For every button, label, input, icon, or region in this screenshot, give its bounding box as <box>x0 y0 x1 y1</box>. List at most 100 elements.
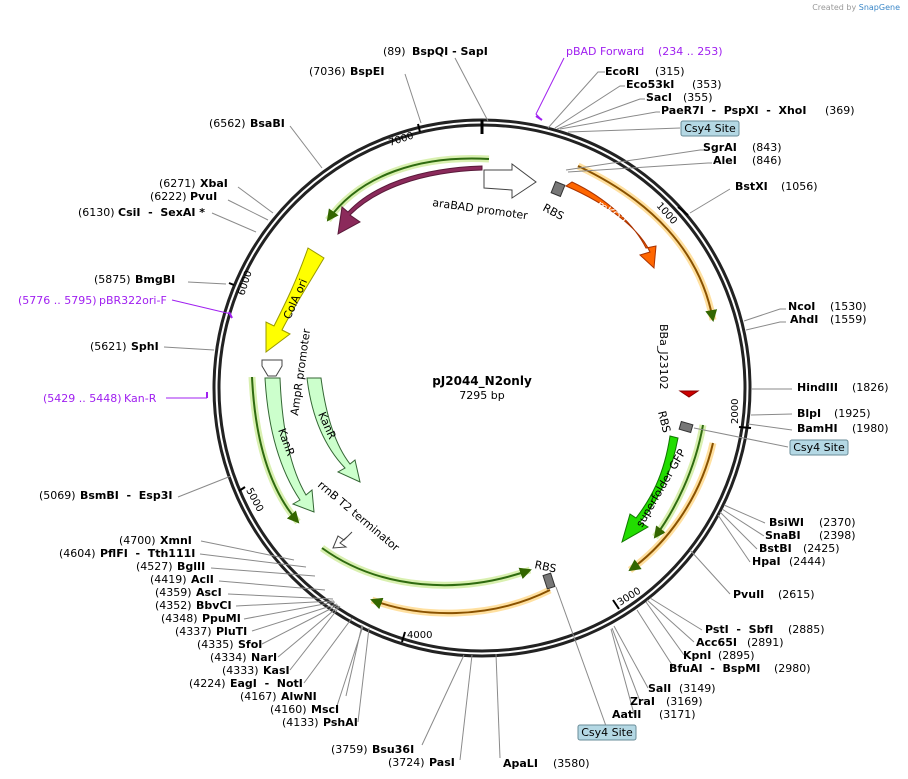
site-name-pflfi: PflFI - Tth111I <box>100 547 195 560</box>
connector-kasi <box>289 605 341 671</box>
site-pos-msci: (4160) <box>270 703 307 716</box>
connector-csy4-1 <box>567 127 681 133</box>
connector-kpni <box>645 601 685 656</box>
site-pos-bspqi: (89) <box>383 45 406 58</box>
csy4-site-label-1: Csy4 Site <box>684 122 736 135</box>
site-name-ncoi: NcoI <box>788 300 815 313</box>
site-pos-bsabi: (6562) <box>209 117 246 130</box>
connector-bmgbi <box>187 281 227 285</box>
primer-label-pbr322ori-f: pBR322ori-F <box>99 294 167 307</box>
primer-label-pbad-forward: pBAD Forward <box>566 45 644 58</box>
site-pos-pluti: (4337) <box>175 625 212 638</box>
site-name-snabi: SnaBI <box>765 529 801 542</box>
connector-blpi <box>750 413 793 416</box>
connector-bstxi <box>689 188 731 214</box>
connector-pvui <box>227 199 269 221</box>
site-name-bamhi: BamHI <box>797 422 838 435</box>
connector-psti <box>649 597 703 631</box>
site-name-pshai: PshAI <box>323 716 358 729</box>
feature-arac <box>337 165 483 235</box>
csy4-site-label-2: Csy4 Site <box>793 441 845 454</box>
site-pos-hpai: (2444) <box>789 555 826 568</box>
site-name-eagi: EagI - NotI <box>230 677 303 690</box>
connector-bsu36i <box>421 654 465 746</box>
site-name-bsmbi: BsmBI - Esp3I <box>80 489 172 502</box>
connector-csii <box>211 212 257 233</box>
site-pos-ahdi: (1559) <box>830 313 867 326</box>
site-pos-saci: (355) <box>683 91 713 104</box>
site-pos-bmgbi: (5875) <box>94 273 131 286</box>
connector-bsiwi <box>723 504 766 524</box>
site-name-pvuii: PvuII <box>733 588 764 601</box>
connector-bfuai <box>636 609 675 669</box>
feature-label-rbs-3: RBS <box>533 558 557 575</box>
primers <box>166 57 565 399</box>
site-pos-ecori: (315) <box>655 65 685 78</box>
site-name-zrai: ZraI <box>630 695 655 708</box>
tick-5000 <box>238 486 246 492</box>
connector-eagi <box>303 617 353 684</box>
connector-bglii <box>210 567 316 577</box>
feature-rrnb-t2-terminator <box>332 531 353 549</box>
feature-label-ampr-promoter: AmpR promoter <box>288 328 313 417</box>
site-name-alwni: AlwNI <box>281 690 317 703</box>
site-name-psti: PstI - SbfI <box>705 623 773 636</box>
connector-snabi <box>721 508 765 537</box>
feature-kanr-2 <box>306 377 361 483</box>
connector-sali <box>613 625 649 689</box>
tick-label-4000: 4000 <box>407 630 432 641</box>
plasmid-name: pJ2044_N2only <box>432 374 532 389</box>
site-name-asci: AscI <box>196 586 222 599</box>
primer-mark-pbad-forward <box>535 115 543 121</box>
site-pos-alwni: (4167) <box>240 690 277 703</box>
tick-1000 <box>677 206 689 216</box>
connector-bsmbi <box>177 475 232 498</box>
csy4-site-box-1: Csy4 Site <box>680 120 740 137</box>
site-pos-ppumi: (4348) <box>161 612 198 625</box>
site-name-sphi: SphI <box>131 340 159 353</box>
site-name-apali: ApaLI <box>503 757 538 770</box>
connector-hpai <box>717 514 751 563</box>
site-pos-bsiwi: (2370) <box>819 516 856 529</box>
tick-7000 <box>417 123 421 133</box>
site-pos-csii: (6130) <box>78 206 115 219</box>
site-name-pluti: PluTI <box>216 625 247 638</box>
connector-ppumi <box>243 601 336 620</box>
primer-label-kan-r: Kan-R <box>124 392 157 405</box>
site-pos-sphi: (5621) <box>90 340 127 353</box>
connector-eco53ki <box>554 85 625 129</box>
site-name-bbvci: BbvCI <box>196 599 232 612</box>
connector-ncoi <box>743 308 786 322</box>
site-pos-bamhi: (1980) <box>852 422 889 435</box>
site-name-alei: AleI <box>713 154 737 167</box>
tick-label-7000: 7000 <box>388 131 416 149</box>
tick-label-2000: 2000 <box>730 399 741 424</box>
site-pos-sali: (3149) <box>679 682 716 695</box>
connector-sfoi <box>261 604 339 645</box>
site-name-blpi: BlpI <box>797 407 821 420</box>
connector-pshai <box>357 627 370 723</box>
feature-cola-ori <box>265 247 325 353</box>
site-pos-alei: (846) <box>752 154 782 167</box>
connector-xmni <box>200 540 295 561</box>
tick-3000 <box>612 599 620 610</box>
site-pos-bfuai: (2980) <box>774 662 811 675</box>
site-name-bfuai: BfuAI - BspMI <box>669 662 760 675</box>
credit-prefix: Created by <box>812 3 857 12</box>
site-pos-bglii: (4527) <box>136 560 173 573</box>
orf-arc-gfp-line <box>653 424 704 539</box>
site-pos-bstxi: (1056) <box>781 180 818 193</box>
site-pos-blpi: (1925) <box>834 407 871 420</box>
site-name-msci: MscI <box>311 703 339 716</box>
site-name-kasi: KasI <box>263 664 290 677</box>
site-pos-snabi: (2398) <box>819 529 856 542</box>
site-name-bsu36i: Bsu36I <box>372 743 414 756</box>
feature-label-rrnb-t2-terminator: rrnB T2 terminator <box>315 478 402 554</box>
site-name-bmgbi: BmgBI <box>135 273 175 286</box>
connector-xbai <box>237 186 274 214</box>
connector-pvuii <box>689 549 731 595</box>
site-pos-apali: (3580) <box>553 757 590 770</box>
connector-bbvci <box>235 600 335 607</box>
site-name-hindiii: HindIII <box>797 381 838 394</box>
